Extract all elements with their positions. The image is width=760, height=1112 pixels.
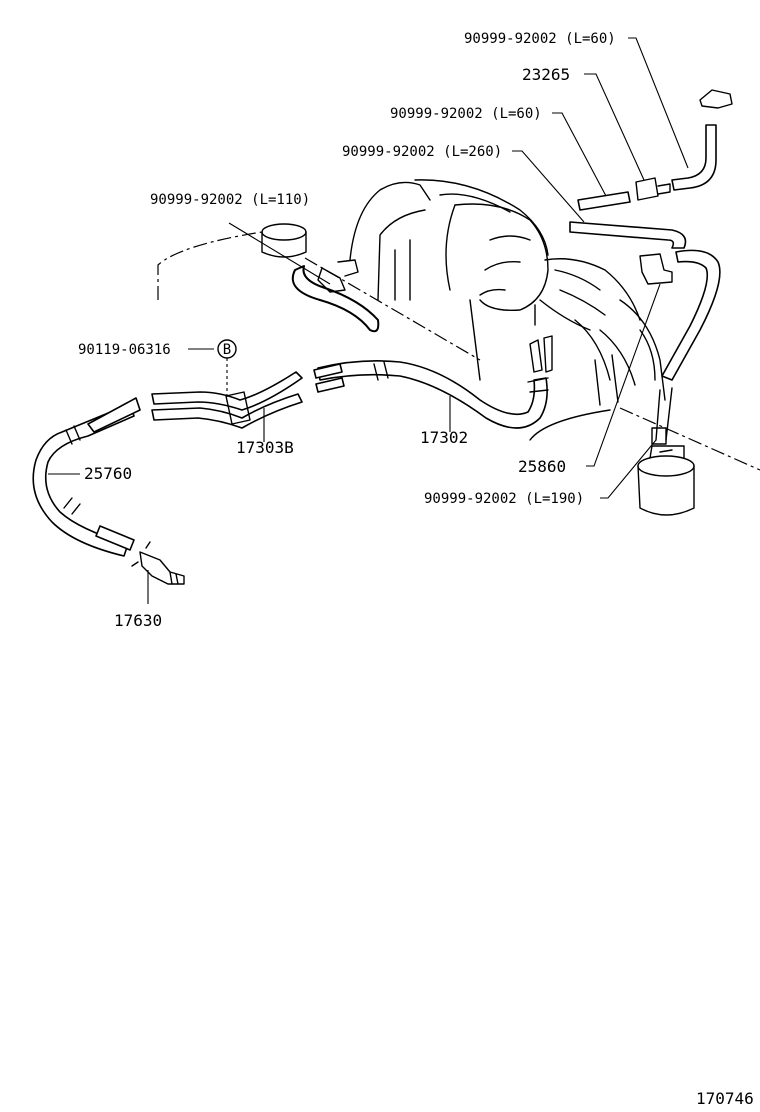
label-hose-l60-top: 90999-92002 (L=60) <box>464 31 616 47</box>
filler-cap <box>261 223 307 258</box>
label-part-17303b: 17303B <box>236 438 294 457</box>
charcoal-canister <box>637 445 695 516</box>
valve-23265-icon <box>635 177 659 201</box>
vsv-25860-icon <box>639 253 673 285</box>
label-clip-90119: 90119-06316 <box>78 342 171 358</box>
hose-cap-icon <box>699 89 733 109</box>
hose-set-top <box>569 89 733 445</box>
hose-l110 <box>291 259 380 333</box>
label-hose-l260: 90999-92002 (L=260) <box>342 144 502 160</box>
hose-25760 <box>32 397 141 557</box>
diagram-number: 170746 <box>696 1089 754 1108</box>
fitting-17630 <box>131 541 185 585</box>
label-hose-l190: 90999-92002 (L=190) <box>424 491 584 507</box>
label-hose-l110: 90999-92002 (L=110) <box>150 192 310 208</box>
label-part-23265: 23265 <box>522 65 570 84</box>
label-hose-l60-mid: 90999-92002 (L=60) <box>390 106 542 122</box>
part-labels: 90999-92002 (L=60) 23265 90999-92002 (L=… <box>78 31 754 1108</box>
circle-b-marker: B <box>217 339 237 359</box>
leader-lines <box>48 37 689 604</box>
label-part-25760: 25760 <box>84 464 132 483</box>
label-part-25860: 25860 <box>518 457 566 476</box>
hose-17302 <box>313 335 553 429</box>
clip-90119-icon <box>225 391 251 425</box>
label-part-17302: 17302 <box>420 428 468 447</box>
label-part-17630: 17630 <box>114 611 162 630</box>
circle-b-label: B <box>223 342 231 358</box>
